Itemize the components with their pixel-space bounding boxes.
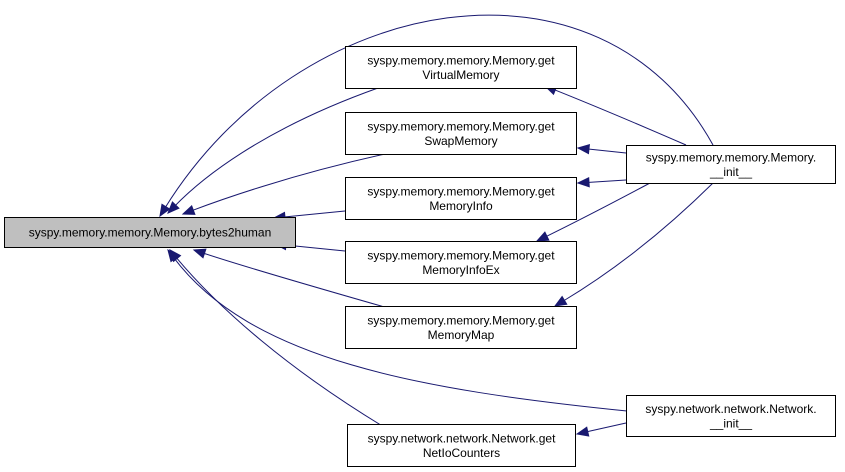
arrow-head-icon	[167, 201, 180, 214]
edge-line	[544, 182, 651, 238]
arrow-head-icon	[576, 177, 590, 188]
arrow-head-icon	[192, 248, 207, 259]
node-box	[345, 241, 577, 284]
arrow-head-icon	[167, 248, 180, 263]
edge-line	[164, 14, 714, 209]
edge-memoryInit-to-getSwapMemory	[576, 143, 627, 155]
edge-getSwapMemory-to-bytes2human	[181, 153, 386, 215]
node-label-continued: MemoryMap	[428, 328, 495, 342]
arrow-head-icon	[535, 231, 550, 242]
node-label: syspy.memory.memory.Memory.bytes2human	[29, 226, 272, 240]
edge-line	[172, 256, 628, 412]
node-label: syspy.network.network.Network.get	[368, 431, 557, 445]
edge-line	[173, 87, 379, 207]
node-label: syspy.memory.memory.Memory.get	[367, 119, 555, 133]
node-label: syspy.memory.memory.Memory.get	[367, 313, 555, 327]
edge-memoryInit-to-bytes2human	[159, 14, 714, 218]
edge-line	[175, 256, 385, 428]
edge-networkInit-to-bytes2human	[167, 248, 628, 412]
arrow-head-icon	[159, 203, 171, 218]
node-label-continued: __init__	[709, 165, 752, 179]
node-label-continued: MemoryInfoEx	[422, 263, 499, 277]
node-box	[4, 217, 296, 248]
node-box	[345, 46, 577, 89]
node-memoryInit[interactable]: syspy.memory.memory.Memory.__init__	[626, 145, 836, 184]
node-label: syspy.memory.memory.Memory.get	[367, 184, 555, 198]
edge-memoryInit-to-getMemoryMap	[553, 182, 714, 307]
edge-line	[586, 179, 627, 183]
edge-line	[553, 88, 687, 146]
node-label-continued: __init__	[709, 416, 752, 430]
edge-memoryInit-to-getMemoryInfoEx	[535, 182, 651, 242]
node-bytes2human: syspy.memory.memory.Memory.bytes2human	[4, 217, 296, 248]
edge-networkInit-to-getNetIoCounters	[575, 422, 627, 437]
node-getMemoryInfoEx[interactable]: syspy.memory.memory.Memory.getMemoryInfo…	[345, 241, 577, 284]
node-label-continued: MemoryInfo	[429, 199, 493, 213]
edge-line	[562, 182, 714, 302]
arrow-head-icon	[576, 143, 590, 155]
node-box	[347, 424, 576, 467]
edge-getVirtualMemory-to-bytes2human	[167, 87, 379, 214]
edge-getMemoryMap-to-bytes2human	[192, 248, 389, 309]
edge-memoryInit-to-getMemoryInfo	[576, 177, 627, 188]
node-label: syspy.memory.memory.Memory.get	[367, 248, 555, 262]
node-label: syspy.network.network.Network.	[645, 402, 816, 416]
node-getVirtualMemory[interactable]: syspy.memory.memory.Memory.getVirtualMem…	[345, 46, 577, 89]
arrow-head-icon	[553, 295, 568, 307]
node-label: syspy.memory.memory.Memory.get	[367, 53, 555, 67]
node-box	[626, 145, 836, 184]
edge-line	[282, 210, 346, 218]
node-box	[345, 306, 577, 349]
node-box	[345, 112, 577, 155]
edge-line	[585, 422, 627, 433]
node-label-continued: NetIoCounters	[423, 446, 500, 460]
edge-line	[586, 148, 627, 154]
edge-line	[191, 153, 386, 212]
edge-layer	[159, 14, 714, 437]
node-layer: syspy.memory.memory.Memory.bytes2human sy…	[4, 46, 836, 467]
node-label: syspy.memory.memory.Memory.	[646, 150, 816, 164]
node-label-continued: SwapMemory	[424, 134, 497, 148]
arrow-head-icon	[181, 205, 196, 215]
node-box	[345, 177, 577, 220]
edge-line	[202, 252, 389, 309]
node-label-continued: VirtualMemory	[422, 68, 499, 82]
node-getNetIoCounters[interactable]: syspy.network.network.Network.getNetIoCo…	[347, 424, 576, 467]
node-box	[626, 395, 836, 437]
node-networkInit[interactable]: syspy.network.network.Network.__init__	[626, 395, 836, 437]
arrow-head-icon	[575, 426, 590, 437]
